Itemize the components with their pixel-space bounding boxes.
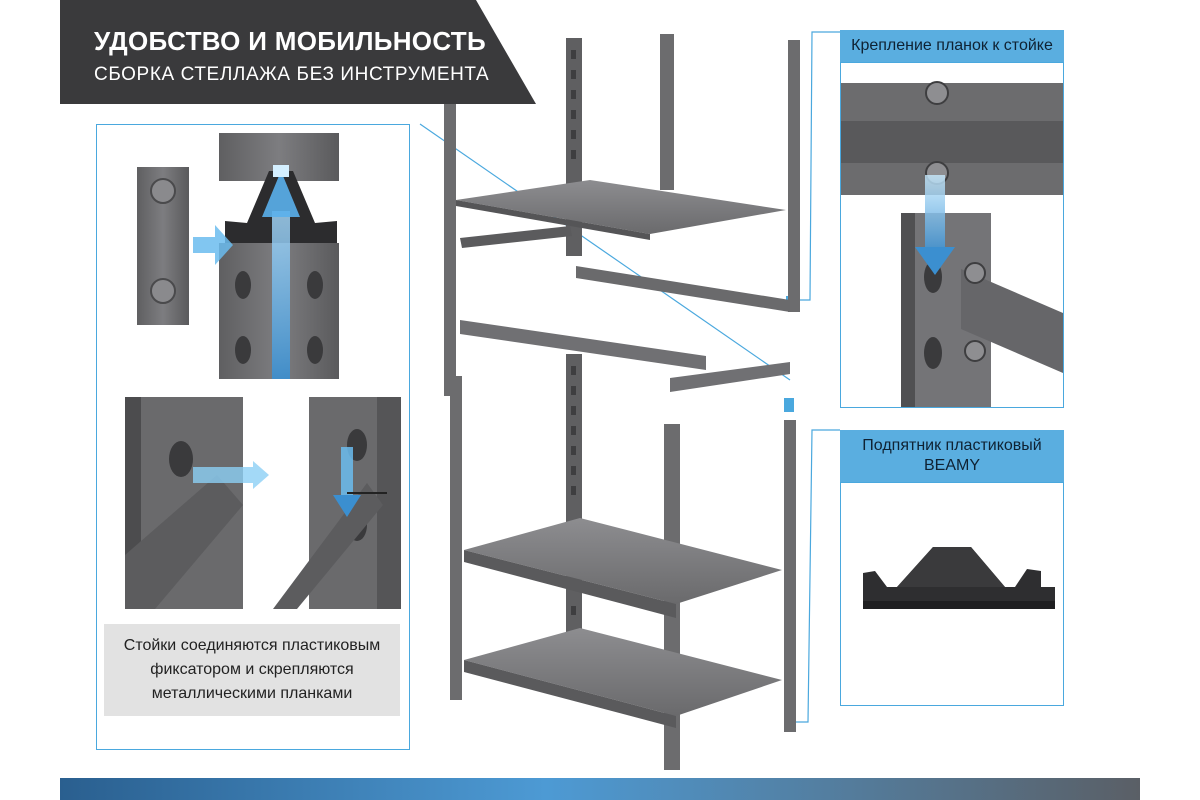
mounting-detail-illustration: [841, 81, 1063, 407]
banner-title: УДОБСТВО И МОБИЛЬНОСТЬ: [94, 26, 486, 56]
foot-label-line-2: BEAMY: [923, 457, 980, 474]
foot-label-line-1: Подпятник пластиковый: [862, 437, 1042, 454]
footer-stripe: [60, 778, 1140, 800]
mounting-label-text: Крепление планок к стойке: [851, 37, 1053, 54]
assembly-detail-illustration: [125, 133, 401, 609]
caption-line-2: фиксатором и скрепляются: [150, 661, 354, 678]
header-banner: УДОБСТВО И МОБИЛЬНОСТЬ СБОРКА СТЕЛЛАЖА Б…: [60, 0, 536, 104]
banner-shape: [60, 0, 536, 104]
assembly-caption: Стойки соединяются пластиковым фиксаторо…: [104, 624, 400, 716]
banner-subtitle: СБОРКА СТЕЛЛАЖА БЕЗ ИНСТРУМЕНТА: [94, 64, 490, 85]
caption-line-1: Стойки соединяются пластиковым: [123, 637, 381, 654]
foot-detail-panel: [840, 482, 1064, 706]
plastic-foot-illustration: [863, 547, 1055, 609]
rack-exploded-illustration: [444, 34, 800, 770]
mounting-label: Крепление планок к стойке: [840, 30, 1064, 62]
caption-line-3: металлическими планками: [151, 685, 353, 702]
mounting-detail-panel: [840, 62, 1064, 408]
foot-label: Подпятник пластиковый BEAMY: [840, 430, 1064, 482]
